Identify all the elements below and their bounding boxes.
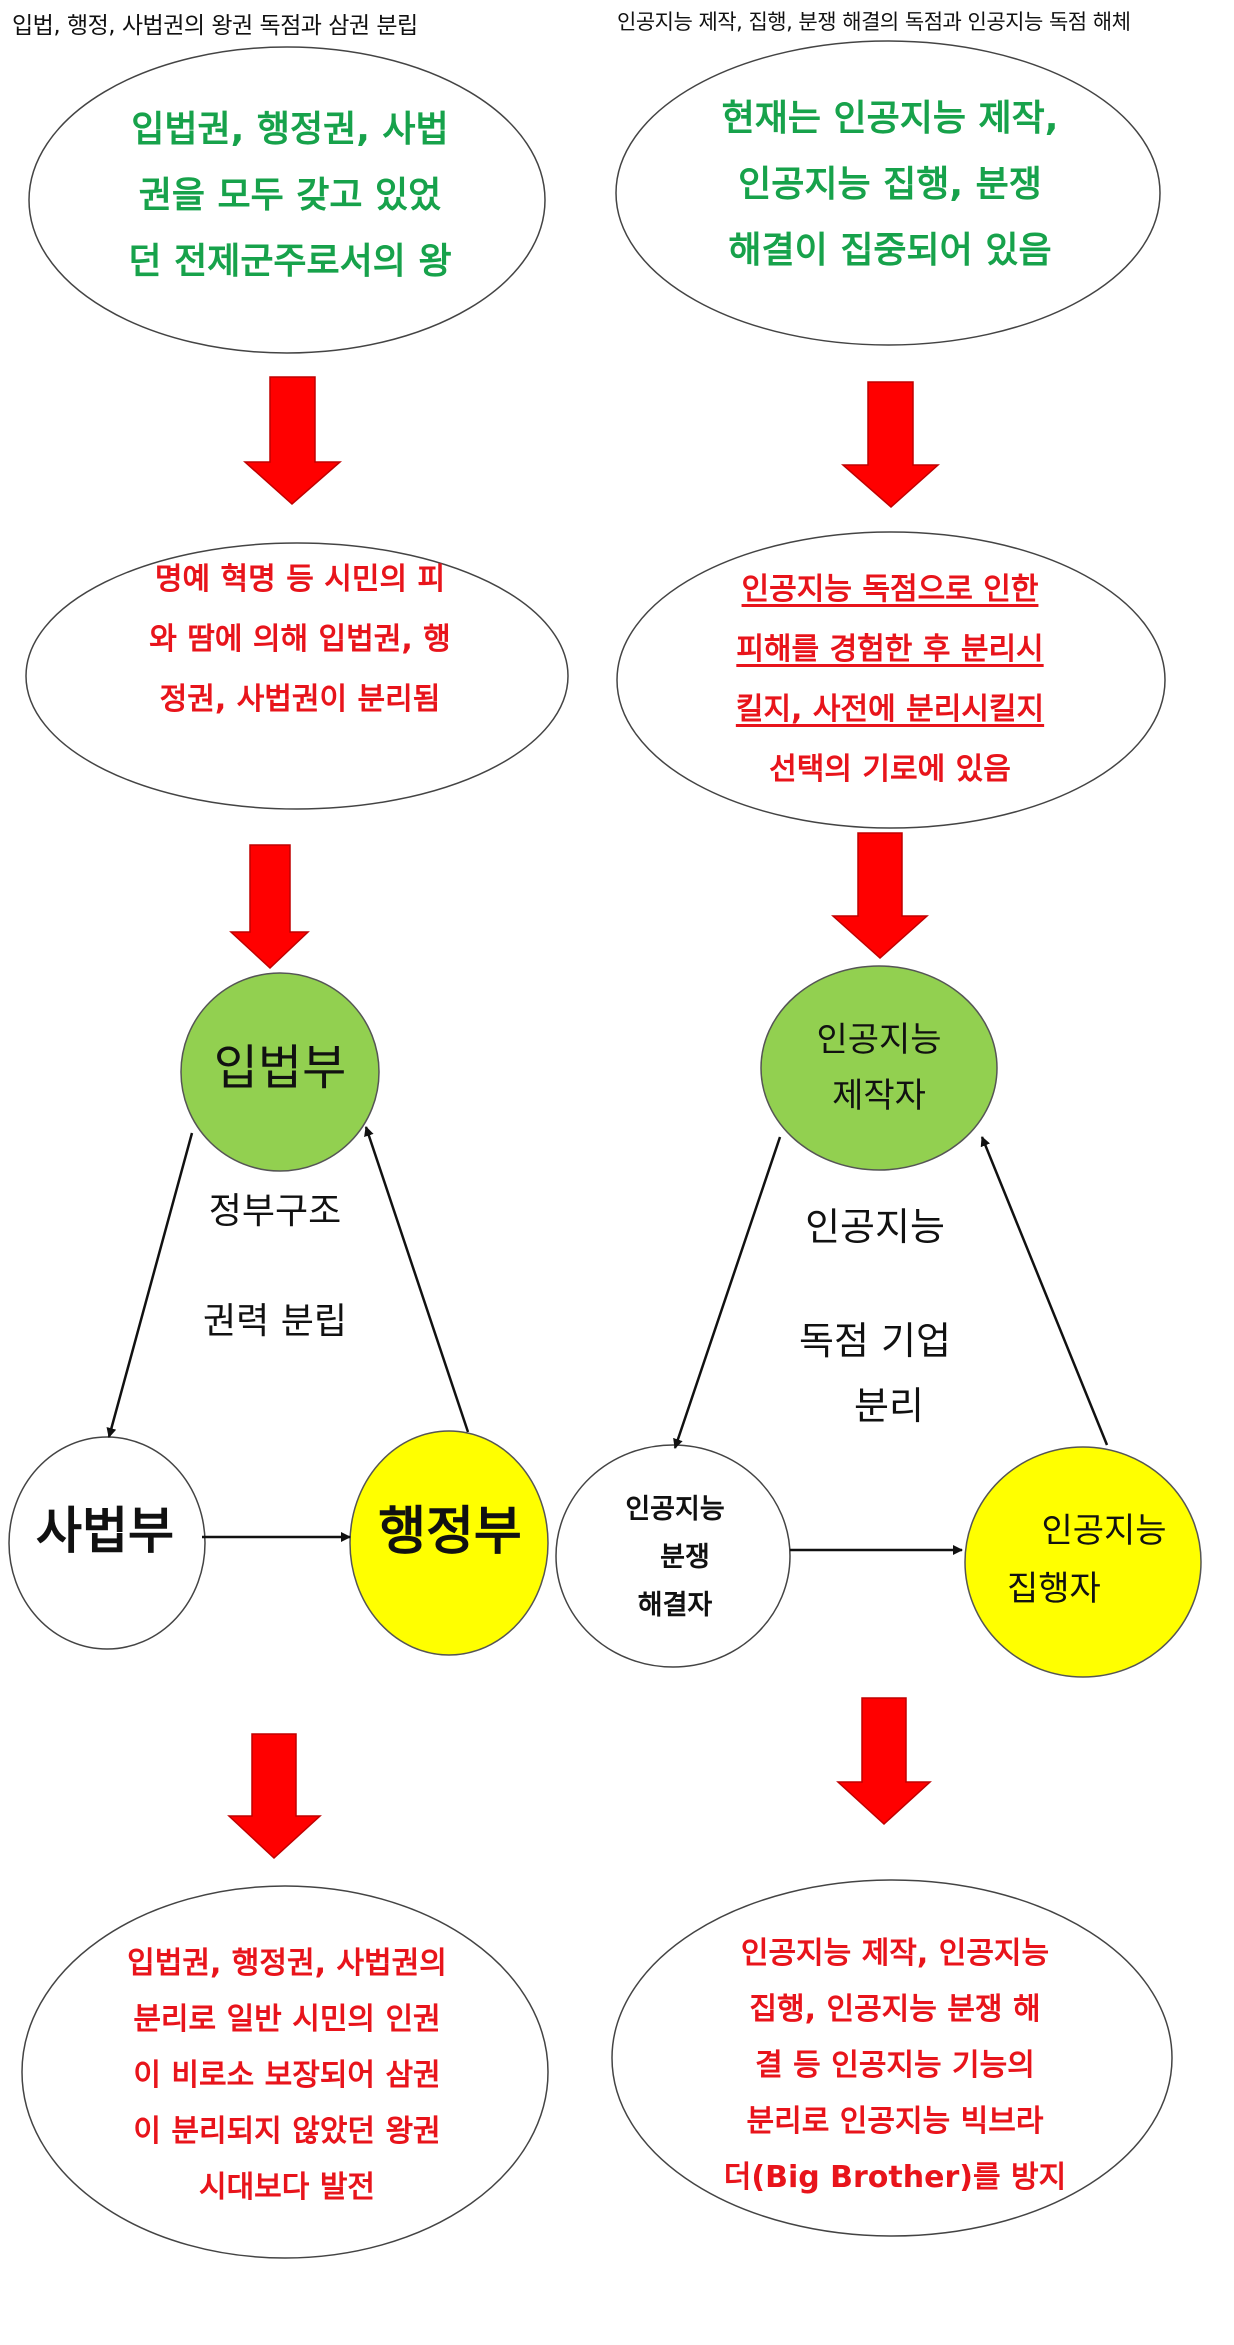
right-center-label: 인공지능 독점 기업 분리 xyxy=(760,1200,990,1436)
right-middle-line: 피해를 경험한 후 분리시 xyxy=(736,632,1044,667)
legislature-to-judiciary-arrow xyxy=(106,1132,194,1438)
left-red-arrow-3 xyxy=(227,1733,322,1860)
ai-resolver-label: 인공지능 분쟁 해결자 xyxy=(600,1486,750,1630)
right-top-line: 인공지능 집행, 분쟁 xyxy=(738,164,1042,205)
maker-to-resolver-arrow xyxy=(673,1136,782,1449)
right-red-arrow-2 xyxy=(831,832,929,960)
right-middle-line: 선택의 기로에 있음 xyxy=(769,752,1011,787)
ai-resolver-node xyxy=(555,1444,791,1668)
left-bottom-text: 입법권, 행정권, 사법권의 분리로 일반 시민의 인권 이 비로소 보장되어 … xyxy=(72,1936,502,2216)
left-bottom-line: 이 분리되지 않았던 왕권 xyxy=(133,2114,441,2149)
right-middle-line: 인공지능 독점으로 인한 xyxy=(741,572,1039,607)
ai-maker-line: 제작자 xyxy=(832,1076,926,1116)
legislature-node xyxy=(180,972,380,1172)
left-bottom-line: 이 비로소 보장되어 삼권 xyxy=(133,2058,441,2093)
right-top-line: 현재는 인공지능 제작, xyxy=(721,98,1059,139)
ai-executor-label: 인공지능 집행자 xyxy=(985,1502,1185,1618)
ai-executor-node xyxy=(964,1446,1202,1678)
left-middle-line: 정권, 사법권이 분리됨 xyxy=(159,682,441,717)
executive-node xyxy=(349,1430,549,1656)
right-bottom-line: 결 등 인공지능 기능의 xyxy=(755,2048,1035,2083)
ai-resolver-line: 해결자 xyxy=(637,1590,713,1621)
left-bottom-line: 분리로 일반 시민의 인권 xyxy=(133,2002,441,2037)
executive-label: 행정부 xyxy=(378,1502,522,1562)
left-bottom-line: 입법권, 행정권, 사법권의 xyxy=(127,1946,447,1981)
left-red-arrow-2 xyxy=(229,844,310,970)
ai-executor-line: 집행자 xyxy=(1007,1569,1101,1609)
judiciary-label: 사법부 xyxy=(36,1502,174,1560)
left-center-label: 정부구조 권력 분립 xyxy=(160,1185,390,1349)
right-top-ellipse xyxy=(615,40,1161,346)
ai-resolver-line: 분쟁 xyxy=(660,1542,710,1573)
left-center-line: 정부구조 xyxy=(208,1191,342,1232)
right-top-line: 해결이 집중되어 있음 xyxy=(728,230,1052,271)
left-top-ellipse xyxy=(28,46,546,354)
right-bottom-line: 집행, 인공지능 분쟁 해 xyxy=(749,1992,1041,2027)
legislature-label: 입법부 xyxy=(213,1040,347,1096)
ai-maker-label: 인공지능 제작자 xyxy=(779,1012,979,1124)
left-header: 입법, 행정, 사법권의 왕권 독점과 삼권 분립 xyxy=(12,13,418,39)
right-bottom-text: 인공지능 제작, 인공지능 집행, 인공지능 분쟁 해 결 등 인공지능 기능의… xyxy=(665,1926,1125,2206)
left-center-line: 권력 분립 xyxy=(203,1301,347,1342)
ai-maker-node xyxy=(760,965,998,1171)
right-red-arrow-1 xyxy=(841,381,940,509)
left-bottom-ellipse xyxy=(21,1885,549,2259)
right-bottom-line: 인공지능 제작, 인공지능 xyxy=(740,1936,1050,1971)
left-top-line: 입법권, 행정권, 사법 xyxy=(131,109,449,150)
right-center-line: 인공지능 xyxy=(805,1205,945,1249)
left-red-arrow-1 xyxy=(243,376,342,506)
left-middle-line: 명예 혁명 등 시민의 피 xyxy=(154,562,446,597)
right-bottom-ellipse xyxy=(611,1879,1173,2237)
left-bottom-line: 시대보다 발전 xyxy=(198,2170,376,2205)
right-middle-line: 킬지, 사전에 분리시킬지 xyxy=(735,692,1045,727)
left-top-line: 던 전제군주로서의 왕 xyxy=(128,241,452,282)
left-middle-ellipse xyxy=(25,542,569,810)
executor-to-maker-arrow xyxy=(980,1136,1109,1446)
right-header: 인공지능 제작, 집행, 분쟁 해결의 독점과 인공지능 독점 해체 xyxy=(617,10,1131,34)
right-center-line: 독점 기업 xyxy=(799,1319,951,1363)
ai-maker-line: 인공지능 xyxy=(816,1020,942,1060)
left-middle-text: 명예 혁명 등 시민의 피 와 땀에 의해 입법권, 행 정권, 사법권이 분리… xyxy=(80,550,520,730)
right-middle-ellipse xyxy=(616,531,1166,829)
ai-resolver-line: 인공지능 xyxy=(625,1494,725,1525)
left-top-line: 권을 모두 갖고 있었 xyxy=(138,175,442,216)
right-bottom-line: 분리로 인공지능 빅브라 xyxy=(746,2104,1044,2139)
left-middle-line: 와 땀에 의해 입법권, 행 xyxy=(149,622,451,657)
left-top-text: 입법권, 행정권, 사법 권을 모두 갖고 있었 던 전제군주로서의 왕 xyxy=(60,97,520,295)
right-center-line: 분리 xyxy=(854,1384,924,1428)
right-red-arrow-3 xyxy=(836,1697,932,1826)
right-middle-text: 인공지능 독점으로 인한 피해를 경험한 후 분리시 킬지, 사전에 분리시킬지… xyxy=(660,560,1120,800)
right-top-text: 현재는 인공지능 제작, 인공지능 집행, 분쟁 해결이 집중되어 있음 xyxy=(655,86,1125,284)
ai-executor-line: 인공지능 xyxy=(1041,1511,1167,1551)
right-bottom-line: 더(Big Brother)를 방지 xyxy=(723,2160,1067,2195)
executive-to-legislature-arrow xyxy=(364,1126,470,1433)
